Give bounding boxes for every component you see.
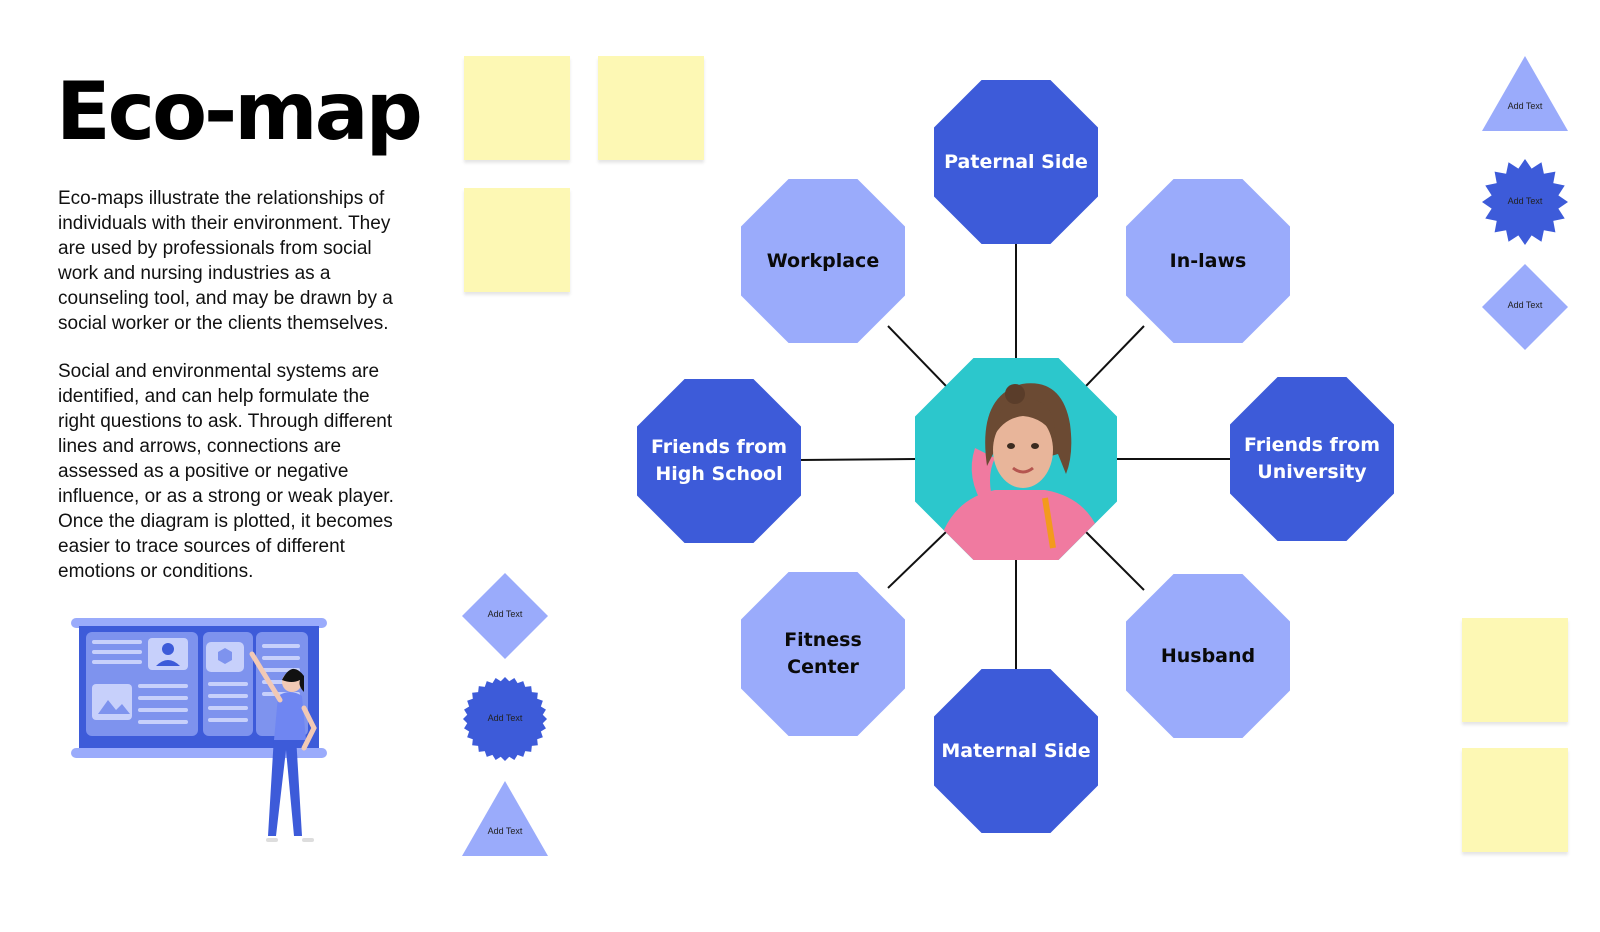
page-title: Eco-map [56,65,423,158]
connector-line [1085,325,1145,387]
node-maternal-side[interactable]: Maternal Side [934,669,1098,833]
node-label-line: Center [787,656,859,678]
node-label-line: Friends from [1243,434,1381,456]
diamond-shape[interactable] [462,573,548,659]
node-fitness-center[interactable]: Fitness Center [741,572,905,736]
desc-line: influence, or as a strong or weak player… [58,486,394,507]
desc-line: identified, and can help formulate the [58,386,370,407]
diamond-label[interactable]: Add Text [487,609,523,619]
connector-line [799,458,917,461]
desc-line: individuals with their environment. They [58,213,391,234]
triangle-label[interactable]: Add Text [1507,101,1543,111]
desc-line: counseling tool, and may be drawn by a [58,288,393,309]
desc-line: Eco-maps illustrate the relationships of [58,188,385,209]
triangle-shape[interactable] [462,781,548,857]
triangle-shape[interactable] [1482,56,1568,132]
sticky-note[interactable] [1462,748,1568,852]
board-illustration [71,618,327,842]
diamond-label[interactable]: Add Text [1507,300,1543,310]
node-label: Maternal Side [941,739,1091,762]
sticky-note[interactable] [1462,618,1568,722]
desc-line: assessed as a positive or negative [58,461,349,482]
description-paragraph-1: Eco-maps illustrate the relationships of… [58,186,418,336]
sticky-note[interactable] [598,56,704,160]
sticky-note[interactable] [464,188,570,292]
seal-label[interactable]: Add Text [487,713,523,723]
person-photo [915,358,1117,560]
desc-line: Social and environmental systems are [58,361,380,382]
star-seal-shape[interactable] [1482,159,1568,245]
node-label: Paternal Side [944,150,1088,173]
connector-line [887,531,947,589]
node-husband[interactable]: Husband [1126,574,1290,738]
connector-line [1085,531,1145,591]
desc-line: lines and arrows, connections are [58,436,342,457]
node-label: Workplace [766,249,880,272]
desc-line: Once the diagram is plotted, it becomes [58,511,393,532]
desc-line: emotions or conditions. [58,561,254,582]
triangle-label[interactable]: Add Text [487,826,523,836]
desc-line: right questions to ask. Through differen… [58,411,393,432]
node-label: Husband [1160,644,1256,667]
node-label-line: University [1257,461,1367,483]
connector-line [887,325,947,387]
diamond-shape[interactable] [1482,264,1568,350]
description-paragraph-2: Social and environmental systems are ide… [58,359,418,584]
desc-line: are used by professionals from social [58,238,372,259]
node-label: In-laws [1169,249,1247,272]
node-label-line: High School [655,463,783,485]
node-label-line: Fitness [784,629,862,651]
seal-label[interactable]: Add Text [1507,196,1543,206]
node-friends-high-school[interactable]: Friends from High School [637,379,801,543]
desc-line: work and nursing industries as a [58,263,331,284]
desc-line: social worker or the clients themselves. [58,313,389,334]
node-label-line: Friends from [650,436,788,458]
node-paternal-side[interactable]: Paternal Side [934,80,1098,244]
sticky-note[interactable] [464,56,570,160]
seal-shape[interactable] [463,677,547,761]
desc-line: easier to trace sources of different [58,536,345,557]
node-friends-university[interactable]: Friends from University [1230,377,1394,541]
center-person-photo[interactable] [915,358,1117,560]
node-in-laws[interactable]: In-laws [1126,179,1290,343]
node-workplace[interactable]: Workplace [741,179,905,343]
